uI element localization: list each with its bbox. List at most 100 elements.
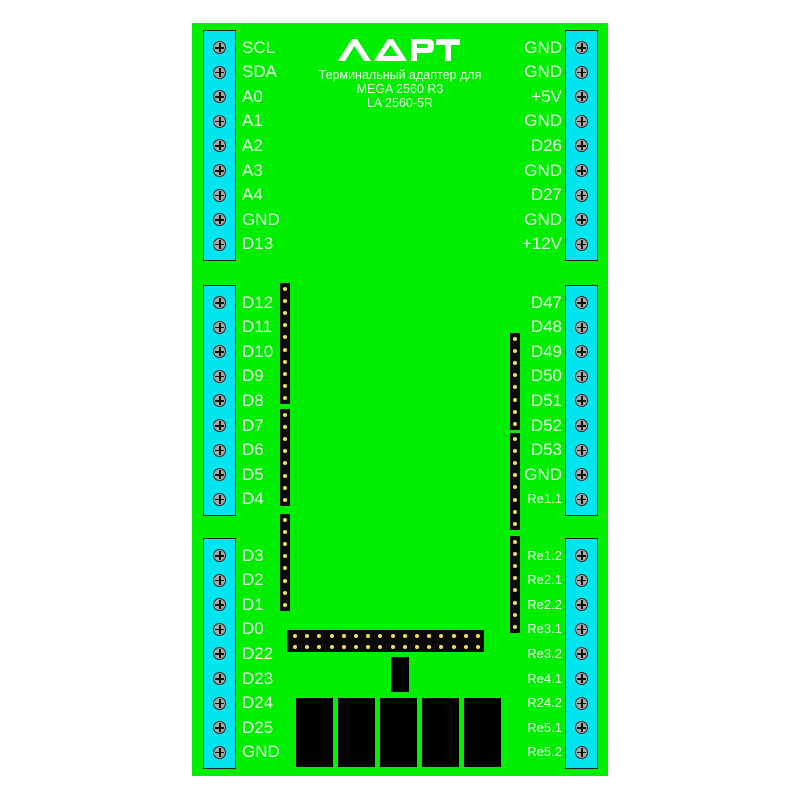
pin-label: GND: [242, 742, 280, 762]
header-pin: [390, 645, 395, 649]
screw-terminal-icon[interactable]: [575, 41, 588, 54]
screw-terminal-icon[interactable]: [213, 443, 226, 457]
header-pin: [283, 602, 287, 607]
screw-terminal-icon[interactable]: [575, 188, 588, 202]
screw-terminal-icon[interactable]: [575, 492, 588, 506]
screw-terminal-icon[interactable]: [575, 164, 588, 177]
screw-terminal-icon[interactable]: [213, 647, 226, 661]
screw-terminal-icon[interactable]: [575, 65, 588, 79]
screw-terminal-icon[interactable]: [575, 419, 588, 432]
screw-terminal-icon[interactable]: [213, 164, 226, 177]
screw-terminal-icon[interactable]: [575, 468, 588, 482]
header-pin: [283, 359, 287, 364]
header-pin: [513, 449, 517, 454]
screw-terminal-icon[interactable]: [575, 369, 588, 383]
left-pin-header-3: [280, 514, 290, 611]
screw-terminal-icon[interactable]: [575, 721, 588, 735]
screw-terminal-icon[interactable]: [575, 696, 588, 710]
pin-label: Re3.2: [527, 645, 562, 661]
screw-terminal-icon[interactable]: [213, 745, 226, 759]
pin-label: D26: [530, 135, 562, 155]
header-pin: [513, 409, 517, 414]
pin-label: Re2.1: [527, 572, 562, 588]
screw-terminal-icon[interactable]: [575, 394, 588, 408]
screw-terminal-icon[interactable]: [213, 188, 226, 202]
pin-label: D50: [530, 366, 562, 386]
screw-terminal-icon[interactable]: [575, 345, 588, 359]
header-pin: [283, 383, 287, 388]
header-pin: [402, 645, 407, 649]
screw-terminal-icon[interactable]: [213, 369, 226, 383]
header-pin: [513, 373, 517, 378]
screw-terminal-icon[interactable]: [575, 549, 588, 562]
pin-label: D23: [242, 668, 274, 688]
screw-terminal-icon[interactable]: [575, 139, 588, 153]
screw-terminal-icon[interactable]: [575, 237, 588, 251]
header-pin: [513, 461, 517, 466]
header-pin: [366, 634, 371, 638]
screw-terminal-icon[interactable]: [575, 647, 588, 661]
screw-terminal-icon[interactable]: [213, 90, 226, 104]
pin-label: GND: [524, 160, 562, 180]
screw-terminal-icon[interactable]: [213, 468, 226, 482]
header-pin: [513, 624, 517, 629]
screw-terminal-icon[interactable]: [213, 394, 226, 408]
pin-label: D22: [242, 643, 274, 663]
header-pin: [283, 497, 287, 502]
screw-terminal-icon[interactable]: [213, 622, 226, 636]
screw-terminal-icon[interactable]: [575, 114, 588, 128]
screw-terminal-icon[interactable]: [213, 41, 226, 54]
screw-terminal-icon[interactable]: [575, 745, 588, 759]
pin-label: Re2.2: [527, 596, 562, 612]
screw-terminal-icon[interactable]: [575, 213, 588, 227]
screw-terminal-icon[interactable]: [575, 573, 588, 587]
screw-terminal-icon[interactable]: [213, 492, 226, 506]
header-pin: [283, 335, 287, 340]
screw-terminal-icon[interactable]: [213, 672, 226, 685]
screw-terminal-icon[interactable]: [213, 549, 226, 562]
header-pin: [354, 634, 358, 638]
screw-terminal-icon[interactable]: [575, 622, 588, 636]
header-pin: [283, 518, 287, 522]
header-pin: [513, 421, 517, 426]
screw-terminal-icon[interactable]: [575, 296, 588, 309]
screw-terminal-icon[interactable]: [213, 65, 226, 79]
header-pin: [513, 485, 517, 490]
header-pin: [283, 578, 287, 583]
adapter-description: Терминальный адаптер для MEGA 2560 R3 LA…: [290, 68, 510, 110]
left-pin-header-1: [280, 283, 290, 404]
pin-label: D49: [530, 341, 562, 361]
pin-label: D4: [242, 489, 264, 509]
screw-terminal-icon[interactable]: [575, 672, 588, 685]
screw-terminal-icon[interactable]: [213, 139, 226, 153]
screw-terminal-icon[interactable]: [213, 320, 226, 334]
screw-terminal-icon[interactable]: [213, 237, 226, 251]
screw-terminal-icon[interactable]: [213, 598, 226, 612]
header-pin: [415, 645, 419, 649]
screw-terminal-icon[interactable]: [213, 721, 226, 735]
pin-label: D5: [242, 464, 264, 484]
pin-label: D25: [242, 717, 274, 737]
screw-terminal-icon[interactable]: [213, 213, 226, 227]
relay-5: [464, 698, 501, 767]
screw-terminal-icon[interactable]: [575, 598, 588, 612]
screw-terminal-icon[interactable]: [213, 345, 226, 359]
screw-terminal-icon[interactable]: [213, 114, 226, 128]
screw-terminal-icon[interactable]: [213, 419, 226, 432]
screw-terminal-icon[interactable]: [575, 90, 588, 104]
header-pin: [283, 413, 287, 417]
header-pin: [513, 600, 517, 605]
header-pin: [513, 349, 517, 354]
screw-terminal-icon[interactable]: [213, 573, 226, 587]
screw-terminal-icon[interactable]: [213, 696, 226, 710]
header-pin: [354, 645, 358, 649]
header-pin: [513, 397, 517, 402]
header-pin: [513, 385, 517, 390]
header-pin: [341, 634, 346, 638]
pin-label: GND: [524, 464, 562, 484]
screw-terminal-icon[interactable]: [213, 296, 226, 309]
screw-terminal-icon[interactable]: [575, 320, 588, 334]
header-pin: [283, 287, 287, 291]
header-pin: [283, 425, 287, 430]
screw-terminal-icon[interactable]: [575, 443, 588, 457]
